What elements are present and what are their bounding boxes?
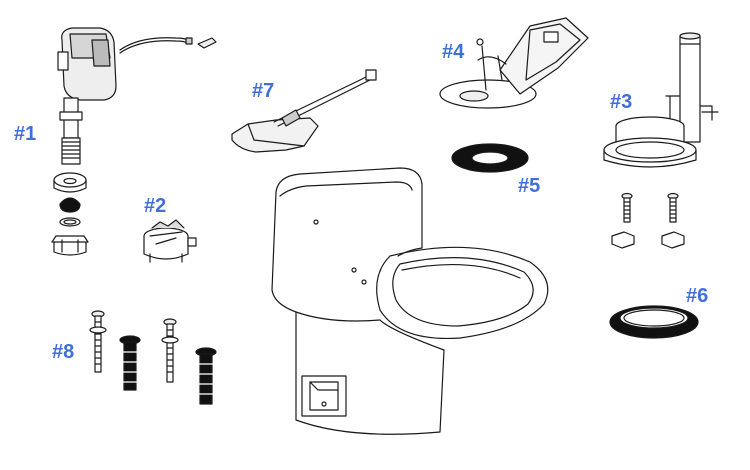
part-label-2: #2	[144, 195, 167, 217]
trip-lever-icon	[232, 70, 376, 152]
tank-bolt-kit-icon	[612, 194, 684, 249]
part-label-8: #8	[52, 341, 75, 363]
fill-valve-icon	[52, 28, 216, 255]
part-label-3: #3	[610, 91, 633, 113]
bolt-kit-icon	[90, 311, 216, 404]
part-label-6: #6	[686, 285, 709, 307]
toilet-body-icon	[272, 168, 548, 434]
part-label-4: #4	[442, 41, 465, 63]
valve-cap-icon	[144, 220, 196, 262]
flapper-assembly-icon	[440, 18, 588, 108]
part-label-1: #1	[14, 123, 37, 145]
wax-ring-icon	[610, 306, 698, 338]
part-label-5: #5	[518, 175, 541, 197]
part-label-7: #7	[252, 80, 275, 102]
flush-valve-icon	[604, 33, 718, 167]
tank-gasket-icon	[452, 144, 528, 172]
